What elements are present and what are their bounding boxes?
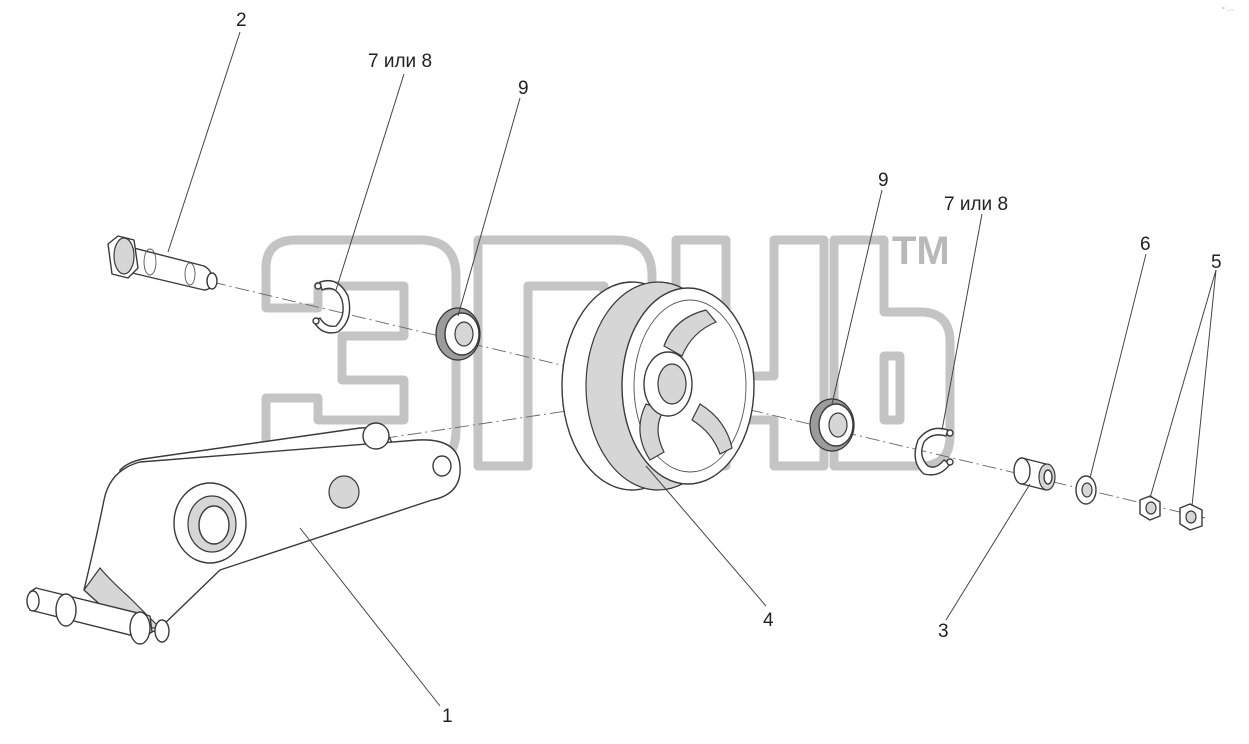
callout-4: 4 xyxy=(763,610,774,631)
callout-9b: 9 xyxy=(878,170,889,191)
watermark-tm: TM xyxy=(892,229,950,273)
lever-arm-pivot-collar-left xyxy=(55,593,77,627)
washer-bore xyxy=(1081,482,1093,498)
part-9-bearing-left xyxy=(435,307,481,361)
callout-labels: 1 2 7 или 8 9 4 9 7 или 8 3 6 5 ° ··· xyxy=(236,6,1234,727)
nut-2-bore xyxy=(1185,510,1197,524)
leader-1 xyxy=(299,527,441,707)
bearing-left-bore xyxy=(454,321,474,347)
retaining-ring-right-outer xyxy=(914,427,951,476)
nut-1-bore xyxy=(1145,501,1157,515)
leader-lines xyxy=(167,31,1217,707)
leader-5a xyxy=(1149,269,1217,499)
retaining-ring-left-lug-b xyxy=(312,317,320,325)
part-7-8-retaining-ring-right xyxy=(914,427,954,476)
retaining-ring-right-lug-b xyxy=(946,458,954,466)
axle-bolt-shank xyxy=(125,245,213,291)
part-9-bearing-right xyxy=(809,398,855,452)
part-6-washer xyxy=(1075,475,1097,505)
bearing-right-bore xyxy=(828,412,848,438)
leader-5b xyxy=(1191,269,1217,507)
callout-5: 5 xyxy=(1211,252,1222,273)
leader-3 xyxy=(945,483,1031,621)
leader-9b xyxy=(831,189,883,405)
part-4-pulley xyxy=(561,281,755,491)
spacer-sleeve-back-end xyxy=(1013,457,1031,485)
pulley-spoke-a xyxy=(663,309,717,357)
retaining-ring-right-lug-a xyxy=(946,429,954,437)
part-7-8-retaining-ring-left xyxy=(312,279,351,334)
spacer-sleeve-bore xyxy=(1043,469,1053,485)
pulley-spoke-c xyxy=(691,403,733,455)
part-5-nuts xyxy=(1139,495,1203,531)
leader-6 xyxy=(1089,253,1147,479)
leader-7a xyxy=(335,73,405,291)
lever-arm-pin-upper xyxy=(362,422,390,450)
callout-6: 6 xyxy=(1140,234,1151,255)
watermark-letter-4 xyxy=(829,235,955,471)
lever-arm-pivot-end-right xyxy=(154,619,170,643)
leader-4 xyxy=(645,465,767,607)
retaining-ring-left-outer xyxy=(313,279,351,334)
axle-bolt-step-1 xyxy=(143,248,157,276)
callout-7b: 7 или 8 xyxy=(944,194,1008,215)
lever-arm-front-plate xyxy=(83,439,461,635)
part-3-spacer-sleeve xyxy=(1013,457,1056,491)
corner-mark: ° ··· xyxy=(1222,6,1234,14)
leader-7b xyxy=(941,213,983,431)
callout-1: 1 xyxy=(442,706,453,727)
pulley-spoke-b xyxy=(639,403,665,461)
pulley-front-rim xyxy=(633,299,747,473)
lever-arm-pivot-collar-right xyxy=(129,611,151,645)
part-1-lever-arm xyxy=(26,422,461,645)
lever-arm-pivot-end-left xyxy=(26,590,40,612)
callout-2: 2 xyxy=(236,10,247,31)
lever-arm-hole-small xyxy=(432,455,452,477)
retaining-ring-left-lug-a xyxy=(314,282,322,290)
part-2-axle-bolt xyxy=(107,235,218,291)
axle-bolt-tip xyxy=(206,272,218,290)
callout-9a: 9 xyxy=(518,78,529,99)
axle-bolt-step-2 xyxy=(184,262,196,286)
leader-9a xyxy=(457,97,521,317)
callout-7a: 7 или 8 xyxy=(368,51,432,72)
pulley-hub-bore xyxy=(657,363,687,405)
leader-2 xyxy=(167,31,241,253)
lever-arm-bore-inner xyxy=(198,505,230,545)
axle-bolt-head-face xyxy=(113,237,135,275)
callout-3: 3 xyxy=(938,621,949,642)
lever-arm-bushing xyxy=(328,475,360,509)
